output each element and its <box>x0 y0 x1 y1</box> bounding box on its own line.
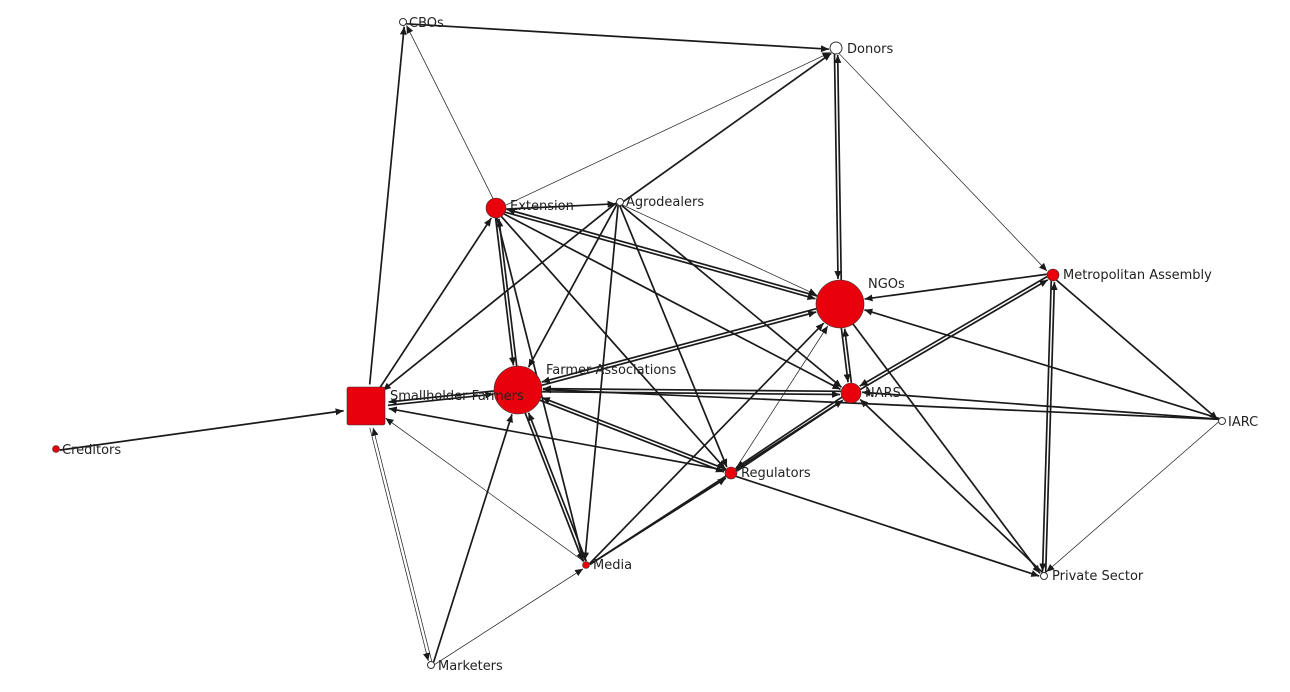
edge-metro-to-ngos <box>864 273 1047 302</box>
edge-farmer_assoc-to-nars <box>541 390 840 398</box>
edge-regulators-to-private <box>735 475 1040 577</box>
edge-agrodealers-to-ngos <box>622 204 817 296</box>
node-creditors[interactable] <box>52 445 60 453</box>
edge-smallholder-to-farmer_assoc <box>387 391 494 407</box>
edge-media-to-farmer_assoc <box>527 412 588 562</box>
label-farmer_assoc: Farmer Associations <box>546 363 677 378</box>
edge-ngos-to-private <box>852 323 1041 574</box>
node-farmer_assoc[interactable] <box>493 365 543 415</box>
edge-ngos-to-donors <box>834 54 843 280</box>
edge-private-to-nars <box>859 398 1044 574</box>
edge-ngos-to-farmer_assoc <box>541 307 817 384</box>
edge-marketers-to-farmer_assoc <box>432 414 513 663</box>
node-media[interactable] <box>582 561 590 569</box>
edge-agrodealers-to-smallholder <box>382 202 617 392</box>
edge-extension-to-regulators <box>500 215 726 470</box>
edge-agrodealers-to-regulators <box>619 205 728 468</box>
edge-marketers-to-smallholder <box>371 427 433 662</box>
node-metro[interactable] <box>1046 268 1060 282</box>
label-agrodealers: Agrodealers <box>626 195 704 210</box>
edge-farmer_assoc-to-ngos <box>541 310 817 387</box>
edge-agrodealers-to-nars <box>621 204 843 388</box>
edge-extension-to-agrodealers <box>506 200 616 210</box>
edge-regulators-to-ngos <box>735 325 829 470</box>
edge-donors-to-metro <box>838 53 1048 272</box>
edge-donors-to-ngos <box>833 54 842 280</box>
node-layer <box>52 18 1226 669</box>
edge-iarc-to-nars <box>862 389 1219 420</box>
edge-private-to-metro <box>1044 282 1058 573</box>
edge-nars-to-regulators <box>735 396 843 469</box>
label-cbos: CBOs <box>409 16 444 31</box>
edge-farmer_assoc-to-media <box>524 412 584 562</box>
edge-extension-to-nars <box>503 213 841 391</box>
node-ngos[interactable] <box>815 279 865 329</box>
edge-farmer_assoc-to-smallholder <box>388 390 495 405</box>
edge-media-to-regulators <box>589 477 727 566</box>
node-smallholder[interactable] <box>346 386 386 426</box>
edge-metro-to-iarc <box>1055 279 1219 420</box>
edge-extension-to-cbos <box>406 25 494 199</box>
edge-metro-to-nars <box>859 275 1048 387</box>
edge-iarc-to-farmer_assoc <box>543 386 1219 421</box>
label-smallholder: Smallholder Farmers <box>390 389 524 404</box>
edge-agrodealers-to-donors <box>623 52 832 202</box>
edge-nars-to-farmer_assoc <box>543 385 842 393</box>
label-regulators: Regulators <box>741 466 811 481</box>
node-cbos[interactable] <box>399 18 407 26</box>
label-media: Media <box>593 558 632 573</box>
edge-creditors-to-smallholder <box>59 408 344 451</box>
edge-cbos-to-donors <box>406 22 829 53</box>
edge-farmer_assoc-to-regulators <box>539 399 725 473</box>
label-private: Private Sector <box>1052 569 1144 584</box>
node-donors[interactable] <box>829 41 843 55</box>
edge-smallholder-to-cbos <box>368 26 407 385</box>
node-agrodealers[interactable] <box>616 198 624 206</box>
edge-agrodealers-to-media <box>582 205 619 561</box>
label-iarc: IARC <box>1228 415 1258 430</box>
edge-ngos-to-nars <box>840 327 851 383</box>
label-extension: Extension <box>510 199 574 214</box>
edge-nars-to-ngos <box>842 328 853 383</box>
edge-regulators-to-farmer_assoc <box>541 396 727 471</box>
edge-marketers-to-media <box>434 568 584 665</box>
edge-iarc-to-ngos <box>864 308 1220 420</box>
node-nars[interactable] <box>840 382 862 404</box>
label-nars: NARS <box>865 386 901 401</box>
edge-media-to-ngos <box>588 322 825 565</box>
edge-media-to-smallholder <box>385 417 585 562</box>
edge-layer <box>59 22 1220 665</box>
label-ngos: NGOs <box>868 277 905 292</box>
edge-farmer_assoc-to-extension <box>496 218 518 367</box>
edge-nars-to-metro <box>860 279 1049 391</box>
label-creditors: Creditors <box>62 443 121 458</box>
edge-iarc-to-private <box>1046 421 1219 573</box>
edge-extension-to-ngos <box>504 211 816 301</box>
node-regulators[interactable] <box>724 466 738 480</box>
edge-metro-to-private <box>1039 280 1053 572</box>
node-iarc[interactable] <box>1218 417 1226 425</box>
label-metro: Metropolitan Assembly <box>1063 268 1212 283</box>
edge-agrodealers-to-farmer_assoc <box>527 203 618 368</box>
edge-smallholder-to-marketers <box>369 427 430 662</box>
node-marketers[interactable] <box>427 661 435 669</box>
label-donors: Donors <box>847 42 894 57</box>
edge-ngos-to-extension <box>506 208 818 297</box>
edge-smallholder-to-extension <box>378 217 493 390</box>
edge-regulators-to-smallholder <box>388 406 726 472</box>
label-marketers: Marketers <box>438 659 503 674</box>
node-extension[interactable] <box>485 197 507 219</box>
edge-extension-to-donors <box>505 52 831 206</box>
node-private[interactable] <box>1040 572 1048 580</box>
